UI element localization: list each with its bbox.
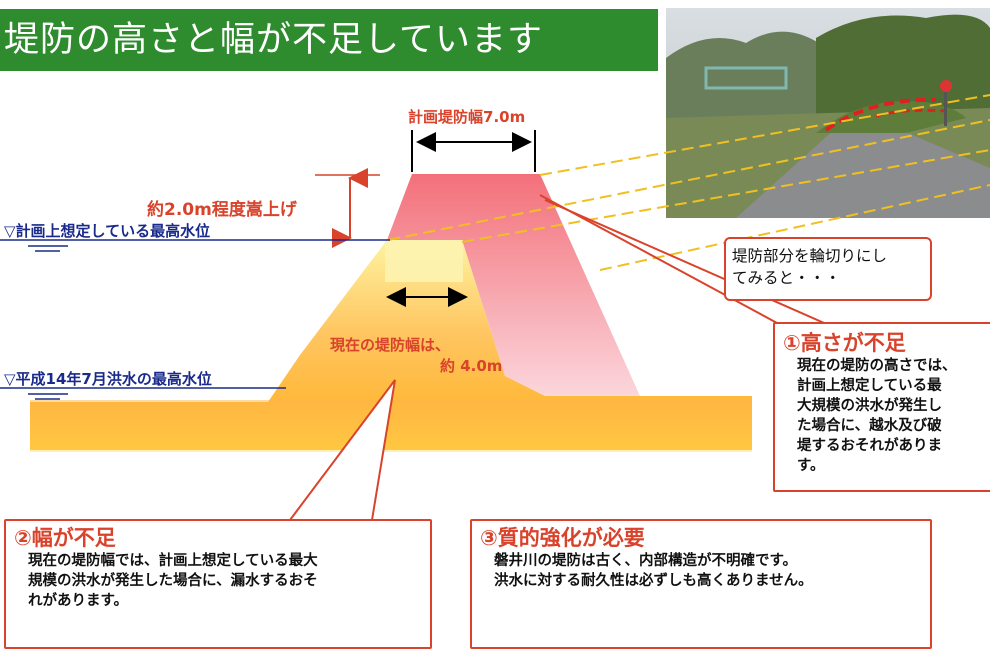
levee-cross-section (0, 94, 990, 521)
levee-photo (666, 8, 990, 218)
planned-water-level-label: ▽計画上想定している最高水位 (4, 222, 211, 240)
callout-quality-heading: ③質的強化が必要 (480, 526, 645, 550)
photo-note: 堤防部分を輪切りにし てみると・・・ (724, 237, 932, 301)
existing-dike-shape (30, 240, 752, 450)
callout-width-heading: ②幅が不足 (14, 526, 116, 550)
planned-dike-shape (387, 174, 640, 396)
callout-height-body: 現在の堤防の高さでは、 計画上想定している最 大規模の洪水が発生し た場合に、越… (797, 358, 957, 474)
page-title: 堤防の高さと幅が不足しています (0, 9, 658, 71)
callout-width-body: 現在の堤防幅では、計画上想定している最大 規模の洪水が発生した場合に、漏水するお… (28, 553, 318, 609)
planned-width-label: 計画堤防幅7.0m (408, 108, 526, 126)
callout-height-shortage: ①高さが不足 現在の堤防の高さでは、 計画上想定している最 大規模の洪水が発生し… (773, 322, 990, 492)
current-width-label-2: 約 4.0m (440, 357, 503, 375)
flood-water-level-label: ▽平成14年7月洪水の最高水位 (4, 370, 212, 388)
callout-width-shortage: ②幅が不足 現在の堤防幅では、計画上想定している最大 規模の洪水が発生した場合に… (4, 519, 432, 649)
raise-label: 約2.0m程度嵩上げ (147, 200, 297, 220)
callout-quality-body: 磐井川の堤防は古く、内部構造が不明確です。 洪水に対する耐久性は必ずしも高くあり… (494, 553, 813, 589)
callout-height-heading: ①高さが不足 (783, 331, 906, 355)
callout-quality-reinforcement: ③質的強化が必要 磐井川の堤防は古く、内部構造が不明確です。 洪水に対する耐久性… (470, 519, 932, 649)
levee-photo-image (666, 8, 990, 218)
current-width-label-1: 現在の堤防幅は、 (330, 336, 451, 354)
